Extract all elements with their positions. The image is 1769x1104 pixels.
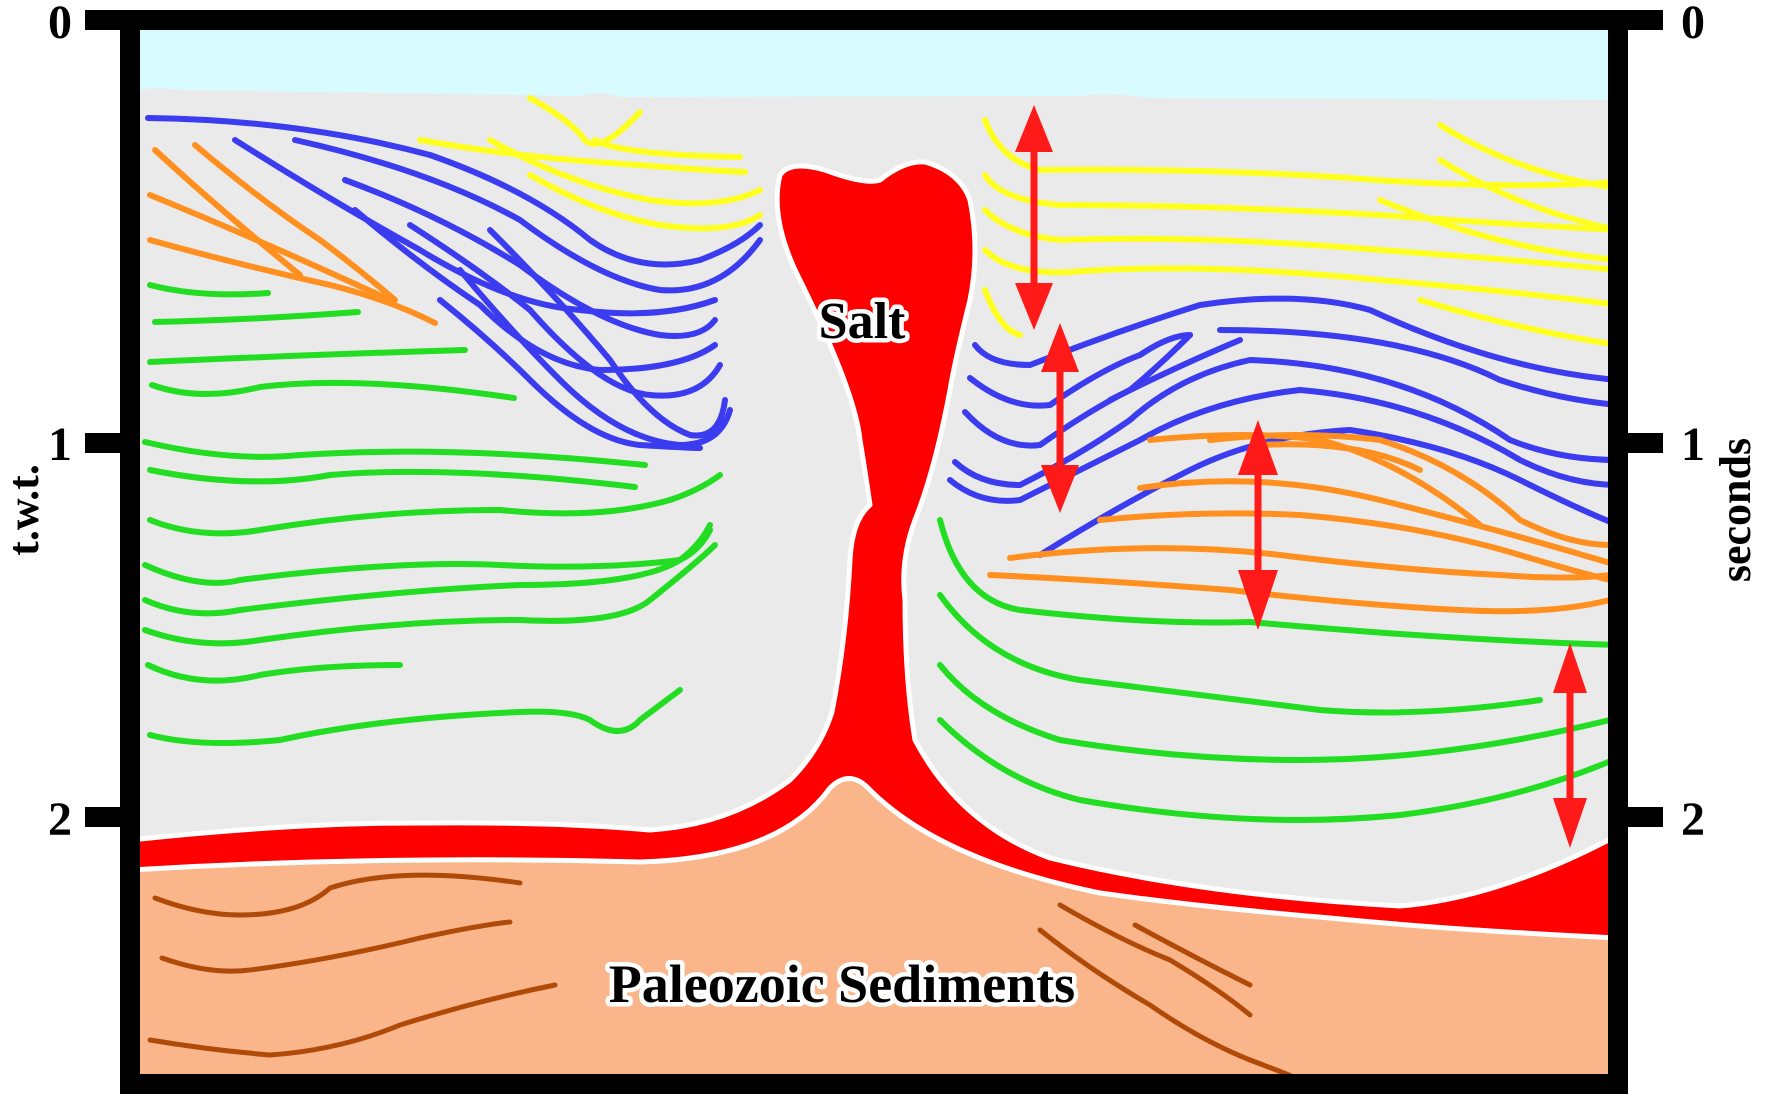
paleozoic-layer	[130, 778, 1618, 1084]
salt-label: Salt	[819, 293, 906, 350]
thickness-arrows	[1015, 105, 1587, 848]
left-tick-1: 1	[48, 418, 72, 471]
left-tick-0: 0	[48, 0, 72, 49]
brown-reflectors	[147, 872, 1313, 1087]
section-frame	[120, 10, 1628, 1094]
arrow-4	[1553, 643, 1587, 848]
right-tick-0: 0	[1681, 0, 1705, 49]
salt-body	[127, 159, 1621, 941]
water-layer	[130, 20, 1618, 100]
right-ticks	[1618, 10, 1663, 827]
arrow-3	[1238, 420, 1278, 630]
right-tick-1: 1	[1681, 418, 1705, 471]
arrow-1	[1015, 105, 1053, 330]
right-axis-label: seconds	[1711, 438, 1760, 582]
paleozoic-label: Paleozoic Sediments	[609, 954, 1075, 1014]
arrow-2	[1041, 323, 1079, 513]
green-reflectors	[142, 282, 1621, 823]
left-tick-2: 2	[48, 793, 72, 846]
orange-reflectors	[147, 142, 1613, 615]
blue-reflectors	[145, 115, 1621, 558]
left-axis-label: t.w.t.	[0, 464, 48, 556]
left-ticks	[85, 10, 130, 827]
right-tick-2: 2	[1681, 793, 1705, 846]
